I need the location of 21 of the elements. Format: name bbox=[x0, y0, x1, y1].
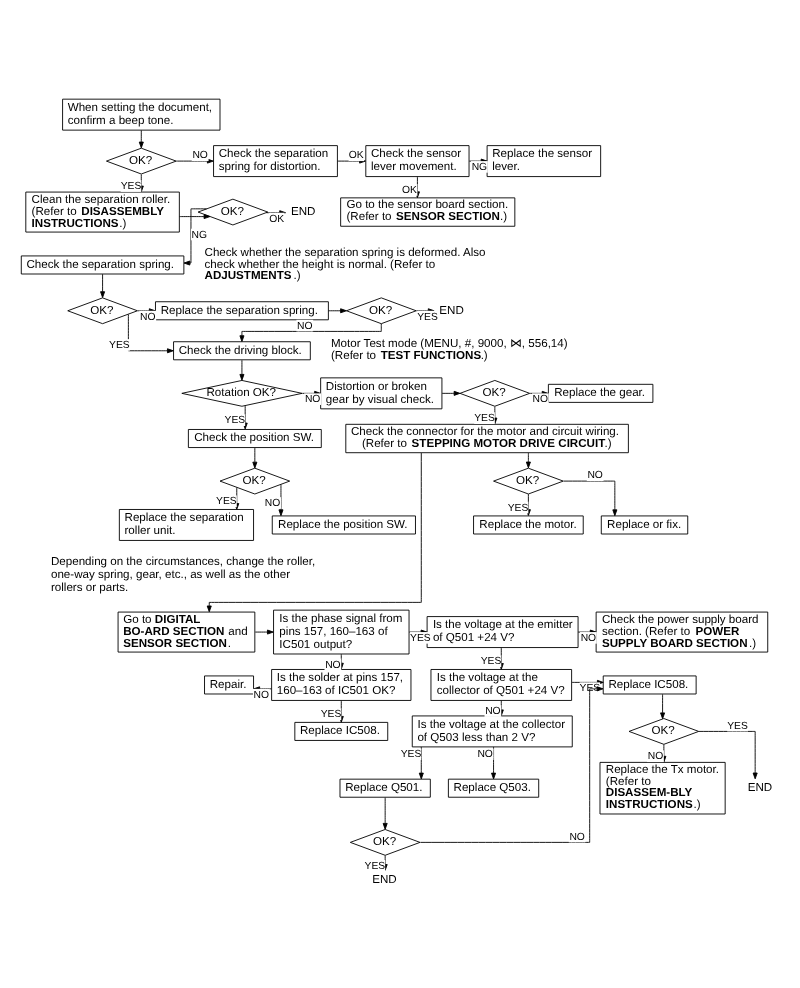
arrow bbox=[525, 452, 531, 469]
arrow bbox=[382, 797, 388, 830]
arrow bbox=[127, 314, 174, 354]
arrow bbox=[138, 129, 144, 149]
arrow bbox=[698, 730, 758, 780]
arrow bbox=[252, 447, 258, 469]
arrow bbox=[206, 452, 422, 613]
arrow bbox=[175, 158, 214, 164]
arrow bbox=[441, 390, 461, 396]
arrow bbox=[418, 746, 424, 780]
arrow bbox=[254, 629, 274, 635]
arrow bbox=[239, 359, 245, 381]
arrow bbox=[242, 405, 248, 430]
arrow bbox=[100, 273, 106, 298]
arrow bbox=[328, 308, 347, 314]
arrow bbox=[278, 484, 284, 517]
arrow bbox=[563, 480, 618, 517]
arrow bbox=[660, 693, 666, 720]
arrow bbox=[239, 323, 382, 342]
arrow bbox=[491, 746, 497, 780]
arrow bbox=[179, 214, 211, 220]
